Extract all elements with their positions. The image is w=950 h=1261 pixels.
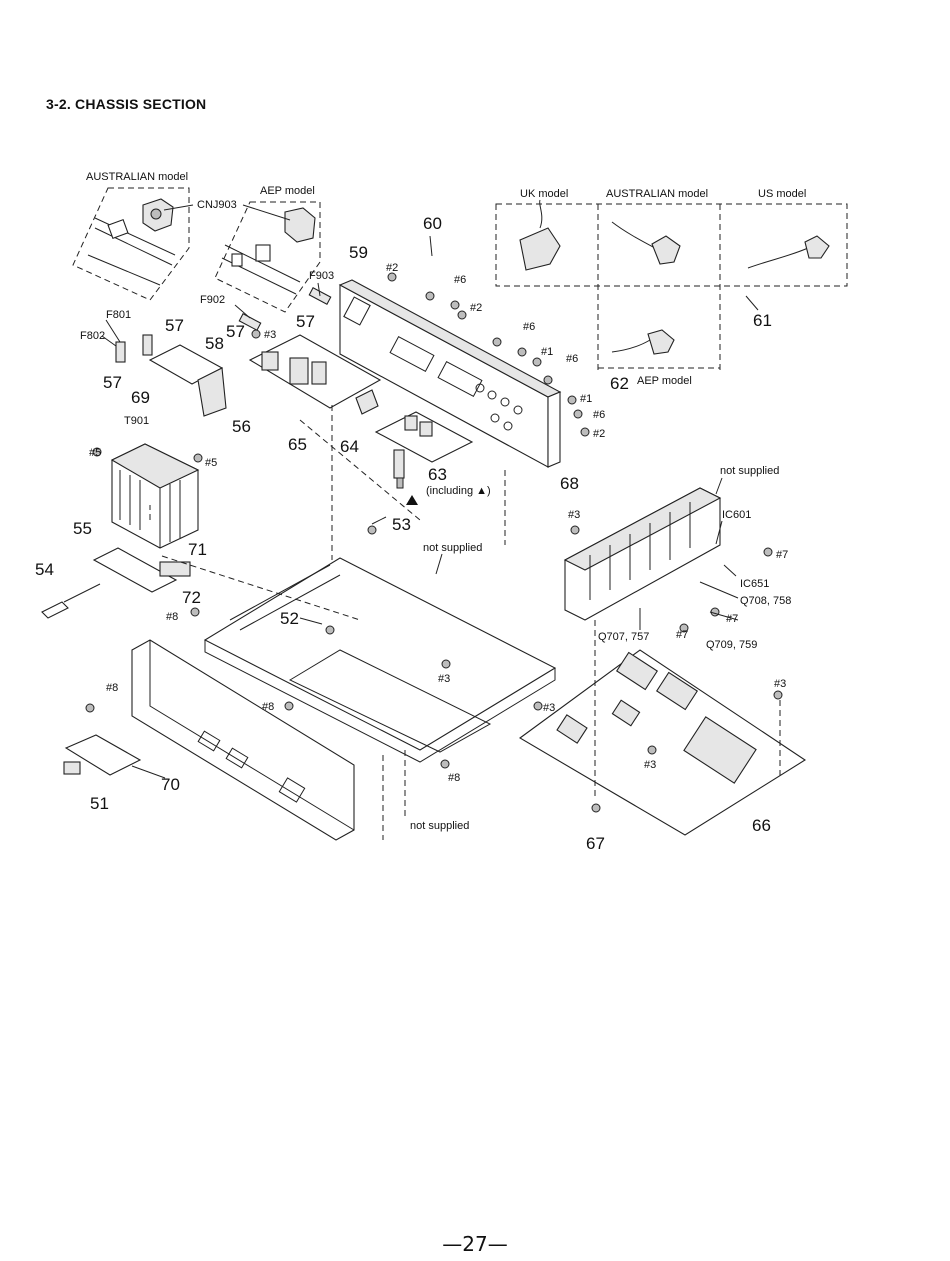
note-not-supplied-3: not supplied — [410, 820, 469, 832]
ref-f802: F802 — [80, 330, 105, 342]
part-69: 69 — [131, 388, 150, 407]
part-61: 61 — [753, 311, 772, 330]
part-54: 54 — [35, 560, 54, 579]
screw-label-7c: #7 — [676, 629, 688, 641]
rear-panel-68 — [338, 279, 562, 468]
part-60: 60 — [423, 214, 442, 233]
part-51: 51 — [90, 794, 109, 813]
label-aep-model-bottom: AEP model — [637, 375, 692, 387]
main-board-66 — [519, 649, 807, 836]
screw-label-7b: #7 — [726, 613, 738, 625]
part-57-b: 57 — [296, 312, 315, 331]
label-aep-model-top: AEP model — [260, 185, 315, 197]
power-switch-55 — [41, 547, 191, 619]
part-66: 66 — [752, 816, 771, 835]
fuse-holder-56 — [148, 344, 227, 417]
screw-label-3c: #3 — [438, 673, 450, 685]
screw-label-3b: #3 — [568, 509, 580, 521]
section-heading: 3-2. CHASSIS SECTION — [46, 96, 207, 112]
screw-label-6d: #6 — [593, 409, 605, 421]
heatsink-ic601 — [563, 487, 722, 621]
part-63: 63 — [428, 465, 447, 484]
label-australian-model-left: AUSTRALIAN model — [86, 171, 188, 183]
screw-label-2b: #2 — [470, 302, 482, 314]
ref-f903: F903 — [309, 270, 334, 282]
screw-labels: #2 #6 #2 #6 #1 #6 #1 #6 #2 #3 #5 #5 #3 #… — [89, 262, 788, 784]
screw-label-8d: #8 — [448, 772, 460, 784]
front-sub-chassis-70 — [131, 639, 355, 841]
screw-label-3d: #3 — [543, 702, 555, 714]
note-not-supplied-2: not supplied — [423, 542, 482, 554]
part-62: 62 — [610, 374, 629, 393]
screw-label-6c: #6 — [566, 353, 578, 365]
screw-label-8b: #8 — [262, 701, 274, 713]
ref-f801: F801 — [106, 309, 131, 321]
page-number: —27— — [442, 1232, 508, 1256]
screw-label-3f: #3 — [774, 678, 786, 690]
power-board-65 — [248, 334, 382, 409]
ref-q707-757: Q707, 757 — [598, 631, 649, 643]
ref-t901: T901 — [124, 415, 149, 427]
jack-board-63 — [374, 411, 474, 489]
ref-ic651: IC651 — [740, 578, 769, 590]
screw-label-5a: #5 — [89, 447, 101, 459]
part-57-d: 57 — [103, 373, 122, 392]
front-bracket-51 — [63, 734, 142, 776]
screw-label-1b: #1 — [580, 393, 592, 405]
part-57-c: 57 — [226, 322, 245, 341]
label-australian-model-right: AUSTRALIAN model — [606, 188, 708, 200]
assembly-guide-lines — [149, 405, 781, 840]
part-numbers: 60 59 61 62 57 57 57 57 58 69 56 65 64 6… — [35, 214, 772, 853]
label-uk-model: UK model — [520, 188, 568, 200]
australian-inlet-inset — [72, 187, 190, 301]
leader-lines — [101, 204, 759, 779]
note-not-supplied-1: not supplied — [720, 465, 779, 477]
part-70: 70 — [161, 775, 180, 794]
note-including: (including ▲) — [426, 485, 491, 497]
screw-label-3a: #3 — [264, 329, 276, 341]
part-56: 56 — [232, 417, 251, 436]
screw-label-2a: #2 — [386, 262, 398, 274]
warning-triangle-icon — [406, 495, 418, 505]
part-57-a: 57 — [165, 316, 184, 335]
aep-inlet-inset — [214, 201, 321, 313]
screw-label-8a: #8 — [166, 611, 178, 623]
ref-ic601: IC601 — [722, 509, 751, 521]
part-55: 55 — [73, 519, 92, 538]
label-us-model: US model — [758, 188, 806, 200]
screw-label-6a: #6 — [454, 274, 466, 286]
power-cord-boxes — [495, 199, 848, 370]
model-labels: AUSTRALIAN model AEP model UK model AUST… — [86, 171, 806, 387]
ref-cnj903: CNJ903 — [197, 199, 237, 211]
main-chassis — [203, 557, 557, 763]
part-72: 72 — [182, 588, 201, 607]
screw-label-1a: #1 — [541, 346, 553, 358]
part-67: 67 — [586, 834, 605, 853]
bracket-64 — [355, 389, 379, 415]
part-64: 64 — [340, 437, 359, 456]
screws — [85, 272, 783, 813]
screw-label-6b: #6 — [523, 321, 535, 333]
part-59: 59 — [349, 243, 368, 262]
part-52: 52 — [280, 609, 299, 628]
reference-labels: CNJ903 F903 F902 F801 F802 T901 IC601 IC… — [80, 199, 791, 651]
ref-q709-759: Q709, 759 — [706, 639, 757, 651]
screw-label-7a: #7 — [776, 549, 788, 561]
ref-q708-758: Q708, 758 — [740, 595, 791, 607]
part-65: 65 — [288, 435, 307, 454]
ref-f902: F902 — [200, 294, 225, 306]
screw-label-8c: #8 — [106, 682, 118, 694]
note-labels: (including ▲) not supplied not supplied … — [410, 465, 779, 832]
transformer-t901 — [110, 443, 200, 549]
part-68: 68 — [560, 474, 579, 493]
screw-label-3e: #3 — [644, 759, 656, 771]
screw-label-5b: #5 — [205, 457, 217, 469]
screw-label-2c: #2 — [593, 428, 605, 440]
part-58: 58 — [205, 334, 224, 353]
part-53: 53 — [392, 515, 411, 534]
part-71: 71 — [188, 540, 207, 559]
